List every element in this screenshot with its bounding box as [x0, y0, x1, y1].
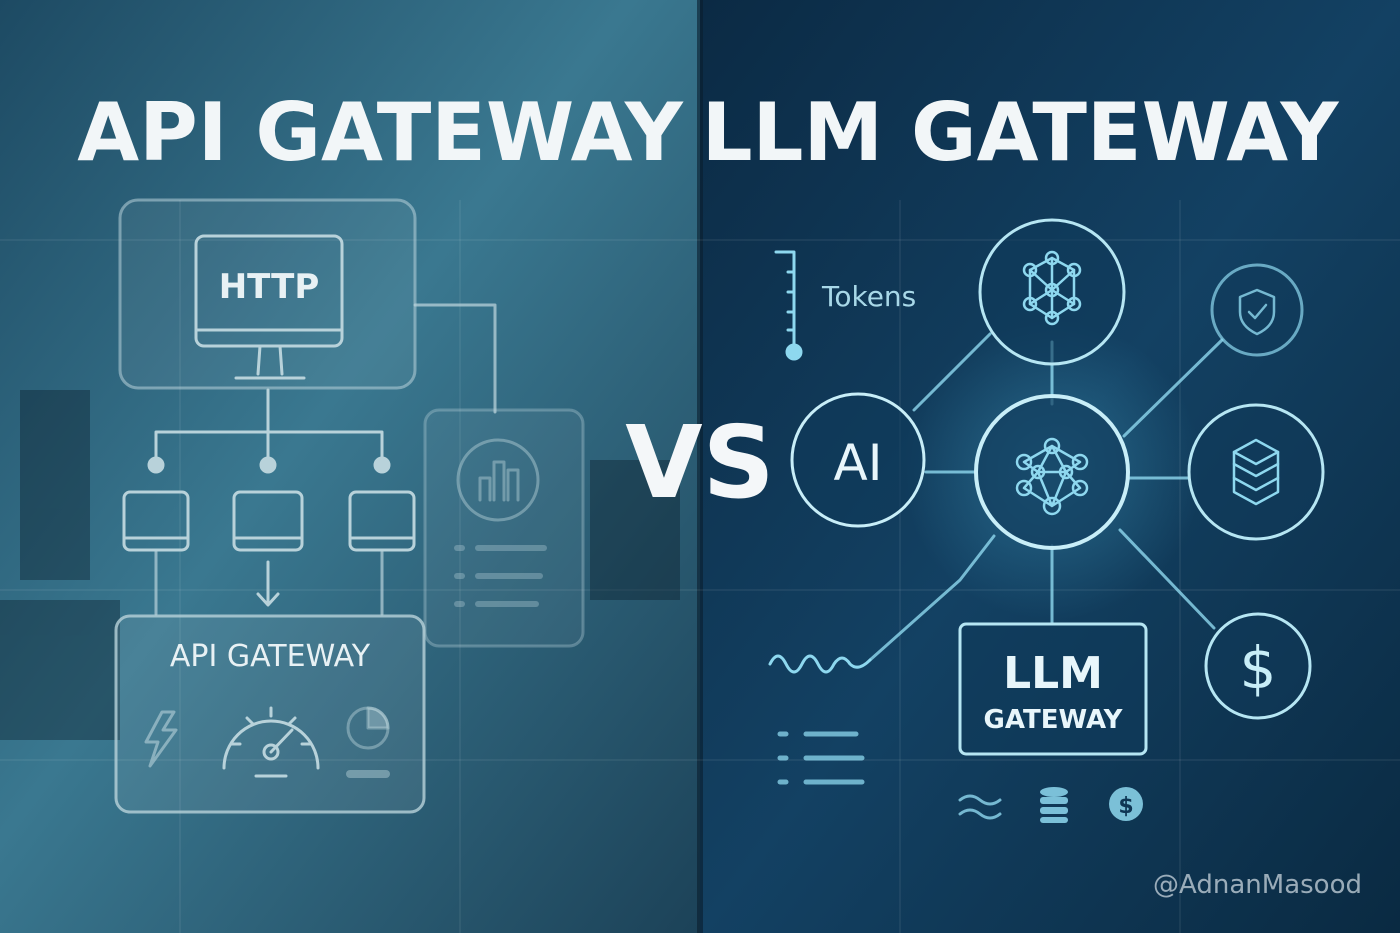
left-title: API GATEWAY: [77, 86, 684, 179]
list-icon: [454, 545, 547, 607]
tokens-gauge-icon: [774, 250, 803, 361]
background-grid: [0, 200, 1400, 933]
api-gateway-box-label: API GATEWAY: [170, 639, 371, 674]
service-monitor-icon: [232, 490, 304, 552]
speedometer-icon: [222, 706, 320, 778]
pie-chart-icon: [346, 706, 390, 778]
service-monitor-icon: [122, 490, 190, 552]
llm-gateway-line1: LLM: [1003, 648, 1103, 699]
route-node-dot: [373, 456, 391, 474]
service-monitor-icon: [348, 490, 416, 552]
shield-icon: [1238, 288, 1276, 336]
coin-glyph: $: [1118, 794, 1133, 819]
lightning-icon: [144, 710, 178, 768]
coin-icon: [1109, 787, 1143, 821]
http-label: HTTP: [219, 267, 320, 307]
background-furniture: [0, 390, 680, 740]
down-arrow-icon: [256, 560, 280, 607]
client-to-dashboard-connector: [413, 303, 497, 414]
right-title: LLM GATEWAY: [702, 86, 1340, 179]
network-spokes: [868, 332, 1224, 662]
vs-label: VS: [625, 404, 774, 521]
ai-node: [790, 392, 926, 528]
llm-gateway-line2: GATEWAY: [984, 705, 1124, 735]
route-node-dot: [147, 456, 165, 474]
bar-chart-icon: [456, 438, 540, 522]
route-node-dot: [259, 456, 277, 474]
cost-node: [1204, 612, 1312, 720]
watermark: @AdnanMasood: [1153, 870, 1362, 900]
database-icon: [1040, 787, 1068, 823]
monitor-icon: [194, 234, 344, 380]
dashboard-card: [423, 408, 585, 648]
llm-gateway-box: [958, 622, 1148, 756]
security-node: [1210, 263, 1304, 357]
storage-node: [1187, 403, 1325, 541]
tokens-label: Tokens: [821, 280, 916, 313]
dollar-glyph: $: [1240, 634, 1277, 702]
list-icon: [777, 731, 865, 785]
waves-icon: [958, 794, 1002, 820]
ai-label: AI: [834, 434, 883, 492]
layers-icon: [1232, 438, 1280, 506]
neural-network-icon: [1022, 250, 1082, 326]
signal-wave-icon: [768, 654, 872, 674]
brain-network-icon: [1015, 437, 1089, 516]
